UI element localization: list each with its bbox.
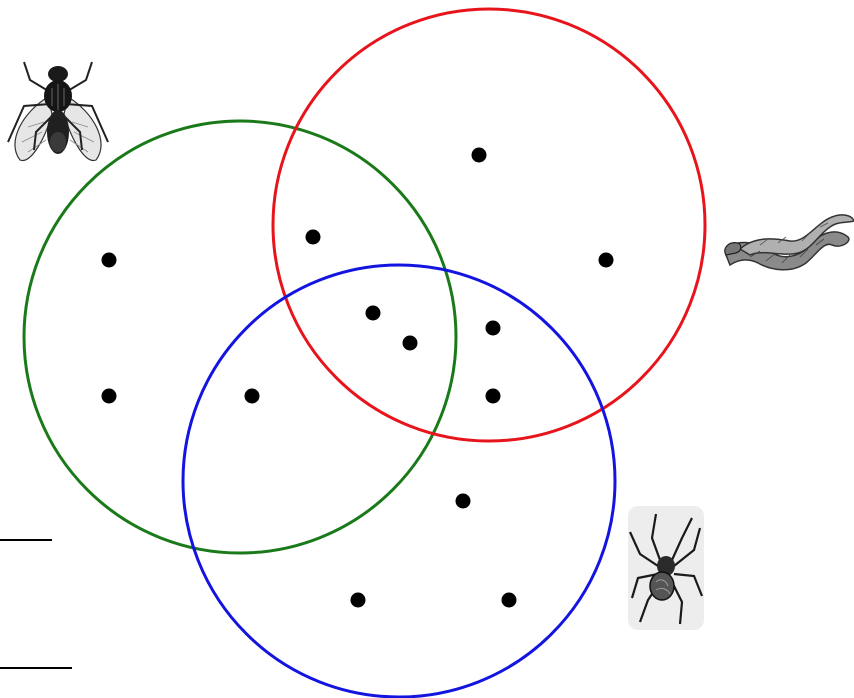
dot (599, 253, 614, 268)
dot (351, 593, 366, 608)
dot (366, 306, 381, 321)
dot (306, 230, 321, 245)
dot (486, 321, 501, 336)
dot (486, 389, 501, 404)
dot (102, 389, 117, 404)
fly-icon (8, 62, 108, 160)
dot (456, 494, 471, 509)
dot (403, 336, 418, 351)
snake-icon (725, 215, 854, 270)
dot (502, 593, 517, 608)
spider-icon (628, 506, 704, 630)
dot (472, 148, 487, 163)
dot (245, 389, 260, 404)
red-circle (273, 9, 705, 441)
dot (102, 253, 117, 268)
